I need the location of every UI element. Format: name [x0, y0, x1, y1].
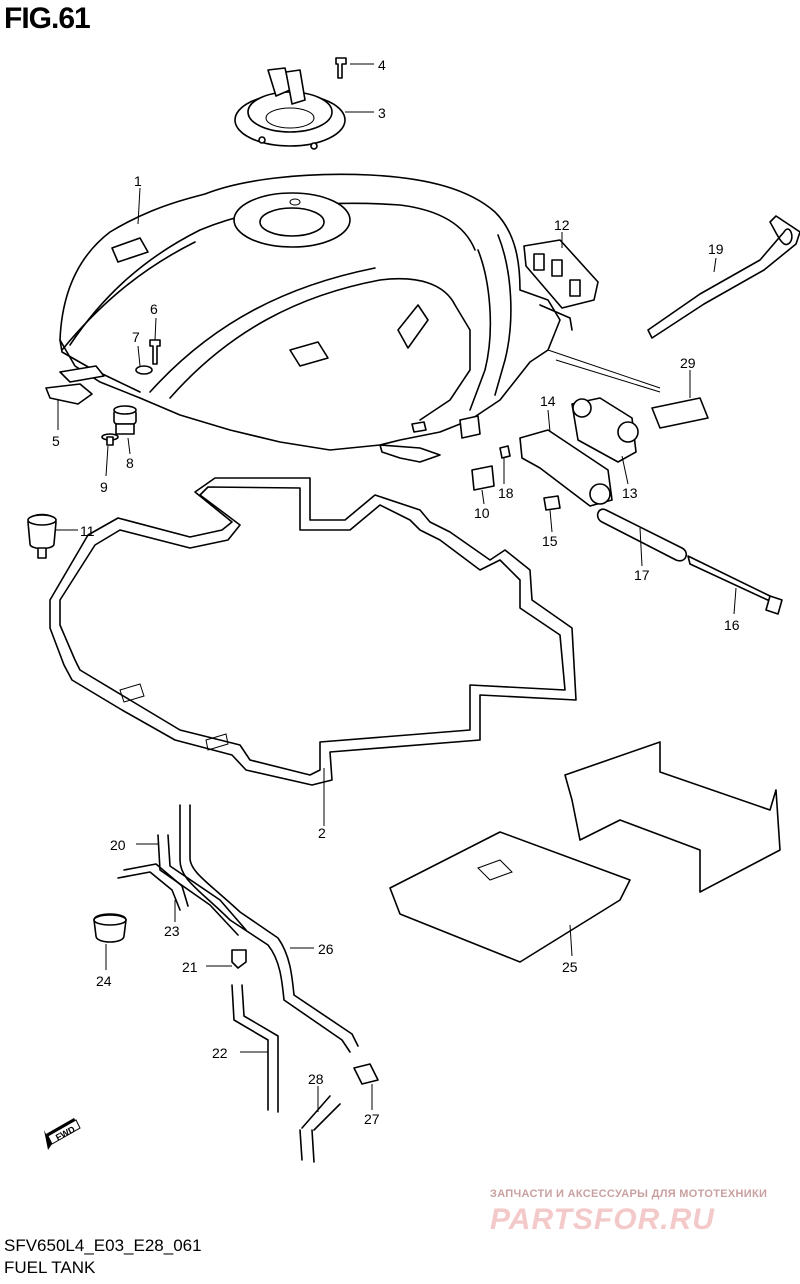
part-label-20: 20	[110, 837, 126, 853]
part-label-14: 14	[540, 393, 556, 409]
part-label-22: 22	[212, 1045, 228, 1061]
part-label-12: 12	[554, 217, 570, 233]
part-label-23: 23	[164, 923, 180, 939]
hose-parts	[93, 804, 379, 1163]
part-label-7: 7	[132, 329, 140, 345]
watermark-tagline: ЗАПЧАСТИ И АКСЕССУАРЫ ДЛЯ МОТОТЕХНИКИ	[490, 1188, 768, 1200]
leader-lines	[56, 63, 737, 1112]
cushion-and-bolt-parts	[45, 339, 161, 446]
hinge-bracket-parts	[471, 215, 800, 615]
part-label-6: 6	[150, 301, 158, 317]
part-label-11: 11	[80, 523, 95, 539]
part-label-16: 16	[724, 617, 740, 633]
figure-title: FIG.61	[4, 2, 91, 35]
part-label-29: 29	[680, 355, 696, 371]
part-label-2: 2	[318, 825, 326, 841]
part-label-18: 18	[498, 485, 514, 501]
part-label-21: 21	[182, 959, 198, 975]
part-label-3: 3	[378, 105, 386, 121]
part-label-4: 4	[378, 57, 386, 73]
fwd-arrow-icon: FWD	[44, 1118, 81, 1150]
filler-cap-drawing	[234, 57, 347, 150]
part-label-10: 10	[474, 505, 490, 521]
seal-ring-drawing	[49, 477, 577, 786]
mount-rubber-drawing	[27, 513, 57, 559]
part-label-8: 8	[126, 455, 134, 471]
heat-shield-drawing	[389, 741, 781, 963]
part-label-19: 19	[708, 241, 724, 257]
part-label-5: 5	[52, 433, 60, 449]
part-label-17: 17	[634, 567, 650, 583]
part-label-24: 24	[96, 973, 112, 989]
part-label-9: 9	[100, 479, 108, 495]
part-label-25: 25	[562, 959, 578, 975]
part-label-13: 13	[622, 485, 638, 501]
part-label-1: 1	[134, 173, 142, 189]
part-label-15: 15	[542, 533, 558, 549]
figure-code: SFV650L4_E03_E28_061	[4, 1236, 202, 1255]
fuel-tank-drawing	[59, 173, 573, 463]
watermark-logo: PARTSFOR.RU	[490, 1203, 715, 1236]
part-label-26: 26	[318, 941, 334, 957]
part-label-27: 27	[364, 1111, 380, 1127]
figure-name: FUEL TANK	[4, 1258, 96, 1277]
part-label-28: 28	[308, 1071, 324, 1087]
part-number-labels: 1 2 3 4 5 6 7 8 9 10 11 12 13 14 15 16 1…	[52, 57, 740, 1127]
